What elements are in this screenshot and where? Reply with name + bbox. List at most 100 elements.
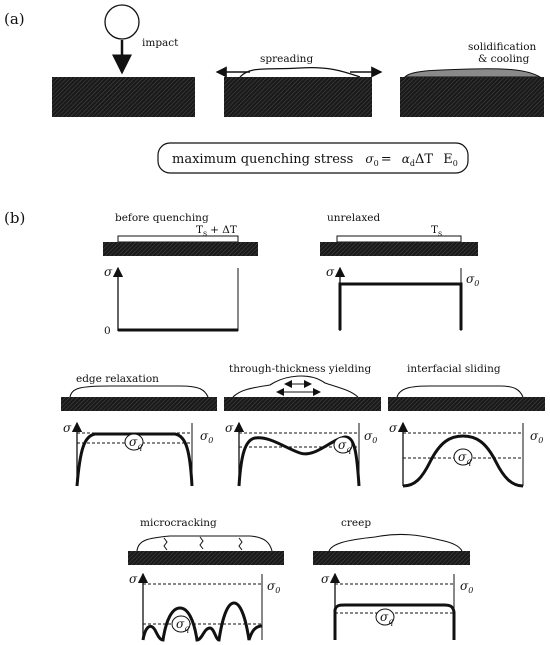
svg-text:σq: σq xyxy=(458,450,471,466)
sigma0-sub-unrelaxed: 0 xyxy=(474,279,479,288)
svg-text:σq: σq xyxy=(338,438,351,454)
substrate-impact xyxy=(52,77,195,117)
formula-sigma-sub: 0 xyxy=(374,159,379,168)
crack-1 xyxy=(163,537,168,551)
svg-text:σ0: σ0 xyxy=(267,579,280,595)
sigma0-edge: σ xyxy=(200,429,209,443)
svg-text:Ts: Ts xyxy=(431,224,442,238)
sigmaq-sliding: σ xyxy=(458,450,467,464)
creep-stress-profile xyxy=(333,603,456,640)
sigmaq-edge: σ xyxy=(129,435,138,449)
svg-text:σ0: σ0 xyxy=(460,579,473,595)
solid-splat xyxy=(403,68,542,78)
sigmaq-micro: σ xyxy=(176,617,185,631)
formula-e-sub: 0 xyxy=(453,159,458,168)
edge-relaxation-label: edge relaxation xyxy=(76,373,159,385)
sigma0-sub-micro: 0 xyxy=(275,586,280,595)
sigma-label-micro: σ xyxy=(129,572,138,586)
formula-alpha: α xyxy=(402,152,410,166)
formula-delta-t: ΔT xyxy=(415,152,433,167)
sigma0-micro: σ xyxy=(267,579,276,593)
substrate-through xyxy=(224,397,381,411)
micro-stress-profile xyxy=(141,601,263,642)
panel-label-b: (b) xyxy=(4,209,25,227)
through-thickness-label: through-thickness yielding xyxy=(229,363,371,375)
substrate-solidification xyxy=(400,77,544,117)
sigmaq-creep: σ xyxy=(380,610,389,624)
panel-label-a: (a) xyxy=(4,10,25,28)
before-quenching-label: before quenching xyxy=(115,212,209,224)
formula-alpha-sub: d xyxy=(410,159,415,168)
svg-text:σ0: σ0 xyxy=(466,272,479,288)
svg-text:σq: σq xyxy=(380,610,393,626)
unrelaxed-label: unrelaxed xyxy=(327,212,381,224)
sigmaq-sub-through: q xyxy=(346,445,351,454)
ts-sub: s xyxy=(438,229,442,238)
formula-equals: = xyxy=(381,152,392,167)
substrate-sliding xyxy=(388,397,545,411)
sigmaq-bubble-sliding xyxy=(453,448,473,466)
coating-unrelaxed xyxy=(336,235,462,243)
sliding-stress-profile xyxy=(402,434,524,488)
microcracking-label: microcracking xyxy=(140,517,217,529)
ts-plus-t: T xyxy=(196,224,203,236)
solidification-label-1: solidification xyxy=(468,41,537,53)
sigmaq-bubble-edge xyxy=(124,433,144,451)
spread-splat xyxy=(239,66,361,78)
sigma0-creep: σ xyxy=(460,579,469,593)
svg-text:maximum quenching stress: maximum quenching stress σ0= αdΔT E0 xyxy=(172,152,458,168)
interfacial-sliding-panel: interfacial sliding σ σ0 σq xyxy=(388,363,545,488)
coating-edge xyxy=(69,385,209,398)
formula-box: maximum quenching stress σ0= αdΔT E0 xyxy=(157,142,469,174)
microcracking-panel: microcracking σ σ0 σq xyxy=(128,517,284,642)
zero-label-before: 0 xyxy=(104,325,111,337)
sigma0-unrelaxed: σ xyxy=(466,272,475,286)
ts-t: T xyxy=(431,224,438,236)
spreading-stage: spreading xyxy=(215,53,383,117)
coating-before xyxy=(117,235,239,243)
sigma-label-unrelaxed: σ xyxy=(326,265,335,279)
sigma0-sub-edge: 0 xyxy=(208,436,213,445)
sigma-label-before: σ xyxy=(104,265,113,279)
svg-text:σ0: σ0 xyxy=(364,429,377,445)
substrate-creep xyxy=(313,551,470,565)
sigma0-sliding: σ xyxy=(530,429,539,443)
svg-text:σq: σq xyxy=(129,435,142,451)
sigmaq-sub-edge: q xyxy=(137,442,142,451)
sigmaq-sub-creep: q xyxy=(388,617,393,626)
sigma-label-edge: σ xyxy=(63,421,72,435)
impact-stage: impact xyxy=(52,4,195,117)
edge-relaxation-panel: edge relaxation σ σ0 σq xyxy=(61,373,217,487)
interfacial-sliding-label: interfacial sliding xyxy=(407,363,501,375)
coating-sliding xyxy=(396,385,524,398)
creep-label: creep xyxy=(341,517,371,529)
substrate-spreading xyxy=(224,77,372,117)
unrelaxed-stress-profile xyxy=(338,282,463,330)
sigma0-through: σ xyxy=(364,429,373,443)
svg-text:Ts+ ΔT: Ts+ ΔT xyxy=(196,224,237,238)
ts-plus-sub: s xyxy=(203,229,207,238)
svg-text:σq: σq xyxy=(176,617,189,633)
sigmaq-sub-micro: q xyxy=(184,624,189,633)
ts-plus-rest: + ΔT xyxy=(210,224,237,236)
substrate-micro xyxy=(128,551,284,565)
crack-2 xyxy=(199,536,204,550)
impact-label: impact xyxy=(142,37,179,49)
solidification-label-2: & cooling xyxy=(478,53,530,65)
sigmaq-bubble-micro xyxy=(171,615,191,633)
before-quenching-panel: before quenching Ts+ ΔT σ 0 xyxy=(103,212,258,337)
sigma-label-sliding: σ xyxy=(389,421,398,435)
solidification-stage: solidification & cooling xyxy=(400,41,544,117)
sigma-label-through: σ xyxy=(225,421,234,435)
coating-micro xyxy=(136,535,273,552)
sigma0-sub-creep: 0 xyxy=(468,586,473,595)
substrate-unrelaxed xyxy=(320,242,478,256)
formula-e: E xyxy=(443,152,453,167)
sigma0-sub-through: 0 xyxy=(372,436,377,445)
coating-creep xyxy=(328,533,463,552)
sigmaq-sub-sliding: q xyxy=(466,457,471,466)
droplet-circle xyxy=(104,4,140,40)
spreading-label: spreading xyxy=(260,53,313,65)
sigma-label-creep: σ xyxy=(321,572,330,586)
